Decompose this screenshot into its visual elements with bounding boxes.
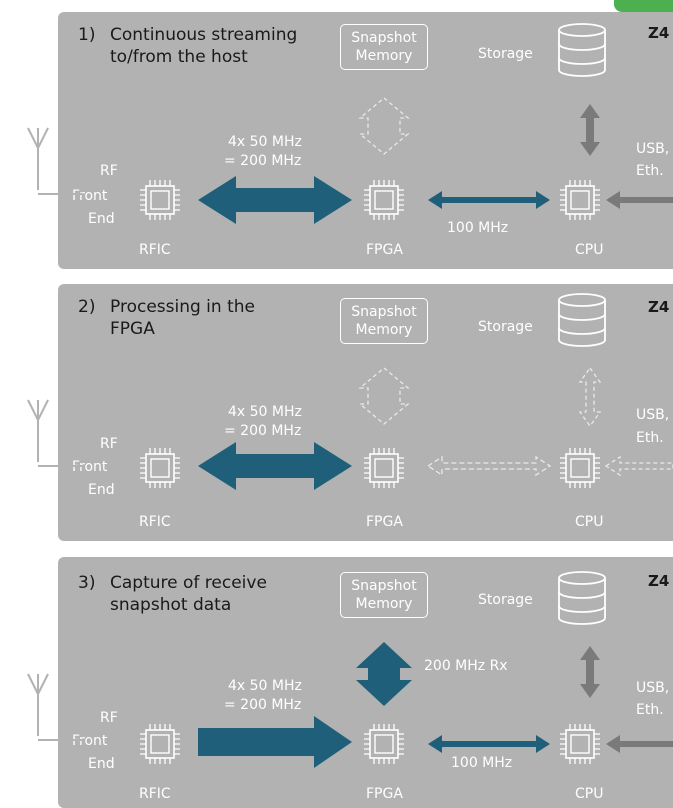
z4-label-1: Z4 <box>648 24 670 42</box>
bandwidth-label-1a: 4x 50 MHz <box>228 134 302 150</box>
rfic-label-2: RFIC <box>139 514 171 530</box>
cpu-label-2: CPU <box>575 514 604 530</box>
snapshot-memory-box-2: Snapshot Memory <box>340 298 428 344</box>
storage-label-3: Storage <box>478 592 533 608</box>
bandwidth-label-3b: = 200 MHz <box>224 697 302 713</box>
cpu-label-3: CPU <box>575 786 604 802</box>
usb-arrow <box>606 735 673 753</box>
panel-3-title-line2: snapshot data <box>110 595 232 615</box>
rfic-label-3: RFIC <box>139 786 171 802</box>
bandwidth-label-3a: 4x 50 MHz <box>228 678 302 694</box>
storage-database-icon <box>558 293 606 347</box>
snapshot-label: Snapshot <box>351 304 417 320</box>
usb-label-3: USB, <box>636 680 670 696</box>
usb-arrow <box>606 191 673 209</box>
fpga-cpu-dashed-arrow <box>426 455 552 477</box>
storage-database-icon <box>558 571 606 625</box>
storage-label-1: Storage <box>478 46 533 62</box>
rf-label-2a: RF <box>100 436 118 452</box>
eth-label-1: Eth. <box>636 163 664 179</box>
panel-1-title-line2: to/from the host <box>110 47 248 67</box>
snapshot-rate-label: 200 MHz Rx <box>424 658 508 674</box>
usb-label-2: USB, <box>636 407 670 423</box>
snapshot-fpga-dashed-arrow <box>358 97 410 155</box>
rf-label-1b: Front <box>72 188 108 204</box>
fpga-label-1: FPGA <box>366 242 403 258</box>
rfic-chip-icon <box>139 447 181 489</box>
fpga-label-2: FPGA <box>366 514 403 530</box>
storage-cpu-dashed-arrow <box>578 366 602 428</box>
panel-2-title-line1: Processing in the <box>110 297 255 317</box>
z4-label-3: Z4 <box>648 572 670 590</box>
panel-fpga-processing <box>58 284 673 541</box>
panel-2-title-line2: FPGA <box>110 319 155 339</box>
rfic-fpga-filled-arrow <box>198 716 352 768</box>
bandwidth-label-2b: = 200 MHz <box>224 423 302 439</box>
rfic-chip-icon <box>139 179 181 221</box>
rfic-fpga-arrow <box>198 442 352 490</box>
bandwidth-label-2a: 4x 50 MHz <box>228 404 302 420</box>
rf-label-3c: End <box>88 756 115 772</box>
rfic-chip-icon <box>139 723 181 765</box>
antenna-icon <box>27 673 83 741</box>
fpga-cpu-arrow <box>428 191 550 209</box>
status-tab <box>614 0 673 12</box>
rf-label-1a: RF <box>100 163 118 179</box>
panel-continuous-streaming <box>58 12 673 269</box>
cpu-chip-icon <box>559 179 601 221</box>
rfic-fpga-arrow <box>198 176 352 224</box>
snapshot-label: Snapshot <box>351 578 417 594</box>
usb-dashed-arrow <box>604 455 673 477</box>
storage-cpu-arrow <box>580 646 600 698</box>
fpga-cpu-arrow <box>428 735 550 753</box>
snapshot-fpga-dashed-arrow <box>358 367 410 425</box>
panel-3-title-line1: Capture of receive <box>110 573 267 593</box>
storage-cpu-arrow <box>580 104 600 156</box>
rf-label-3a: RF <box>100 710 118 726</box>
fpga-chip-icon <box>363 179 405 221</box>
storage-database-icon <box>558 23 606 77</box>
eth-label-3: Eth. <box>636 702 664 718</box>
eth-label-2: Eth. <box>636 430 664 446</box>
memory-label: Memory <box>355 322 413 338</box>
rf-label-3b: Front <box>72 733 108 749</box>
panel-3-number: 3) <box>78 573 96 593</box>
rf-label-2c: End <box>88 482 115 498</box>
z4-label-2: Z4 <box>648 298 670 316</box>
snapshot-memory-box-1: Snapshot Memory <box>340 24 428 70</box>
cpu-chip-icon <box>559 447 601 489</box>
antenna-icon <box>27 127 83 195</box>
fpga-cpu-rate-1: 100 MHz <box>447 220 509 236</box>
snapshot-label: Snapshot <box>351 30 417 46</box>
usb-label-1: USB, <box>636 141 670 157</box>
rfic-label-1: RFIC <box>139 242 171 258</box>
fpga-chip-icon <box>363 723 405 765</box>
rf-label-1c: End <box>88 211 115 227</box>
fpga-chip-icon <box>363 447 405 489</box>
panel-1-title-line1: Continuous streaming <box>110 25 298 45</box>
storage-label-2: Storage <box>478 319 533 335</box>
antenna-icon <box>27 399 83 467</box>
snapshot-memory-box-3: Snapshot Memory <box>340 572 428 618</box>
snapshot-fpga-solid-arrow <box>356 642 412 706</box>
bandwidth-label-1b: = 200 MHz <box>224 153 302 169</box>
panel-2-number: 2) <box>78 297 96 317</box>
memory-label: Memory <box>355 596 413 612</box>
fpga-label-3: FPGA <box>366 786 403 802</box>
cpu-chip-icon <box>559 723 601 765</box>
rf-label-2b: Front <box>72 459 108 475</box>
panel-1-number: 1) <box>78 25 96 45</box>
cpu-label-1: CPU <box>575 242 604 258</box>
fpga-cpu-rate-3: 100 MHz <box>451 755 513 771</box>
memory-label: Memory <box>355 48 413 64</box>
